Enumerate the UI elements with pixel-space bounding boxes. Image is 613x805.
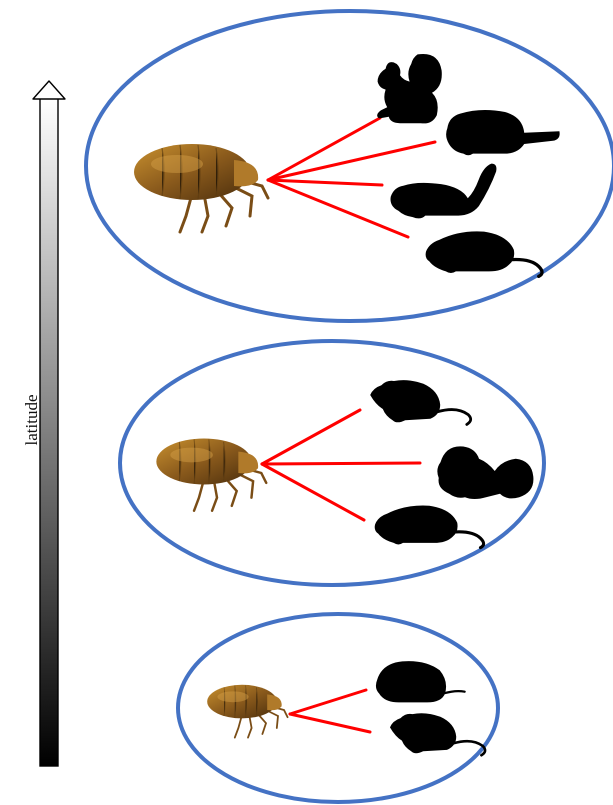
latitude-label: latitude	[22, 395, 42, 446]
group-middle	[120, 341, 544, 585]
flea-icon	[207, 685, 287, 738]
rat-icon	[426, 231, 542, 276]
squirrel-icon	[437, 446, 533, 499]
rat-icon	[390, 713, 485, 755]
host-links	[262, 410, 420, 520]
rat-icon	[375, 506, 484, 548]
chipmunk-icon	[390, 164, 496, 219]
beaver-icon	[446, 110, 560, 155]
mouse-icon	[370, 380, 470, 424]
group-top	[86, 11, 613, 321]
host-links	[268, 118, 435, 237]
vole-icon	[376, 661, 465, 702]
host-links	[290, 690, 370, 732]
group-bottom	[178, 614, 498, 802]
squirrel-icon	[377, 54, 442, 123]
flea-icon	[134, 144, 268, 232]
flea-icon	[156, 439, 266, 511]
